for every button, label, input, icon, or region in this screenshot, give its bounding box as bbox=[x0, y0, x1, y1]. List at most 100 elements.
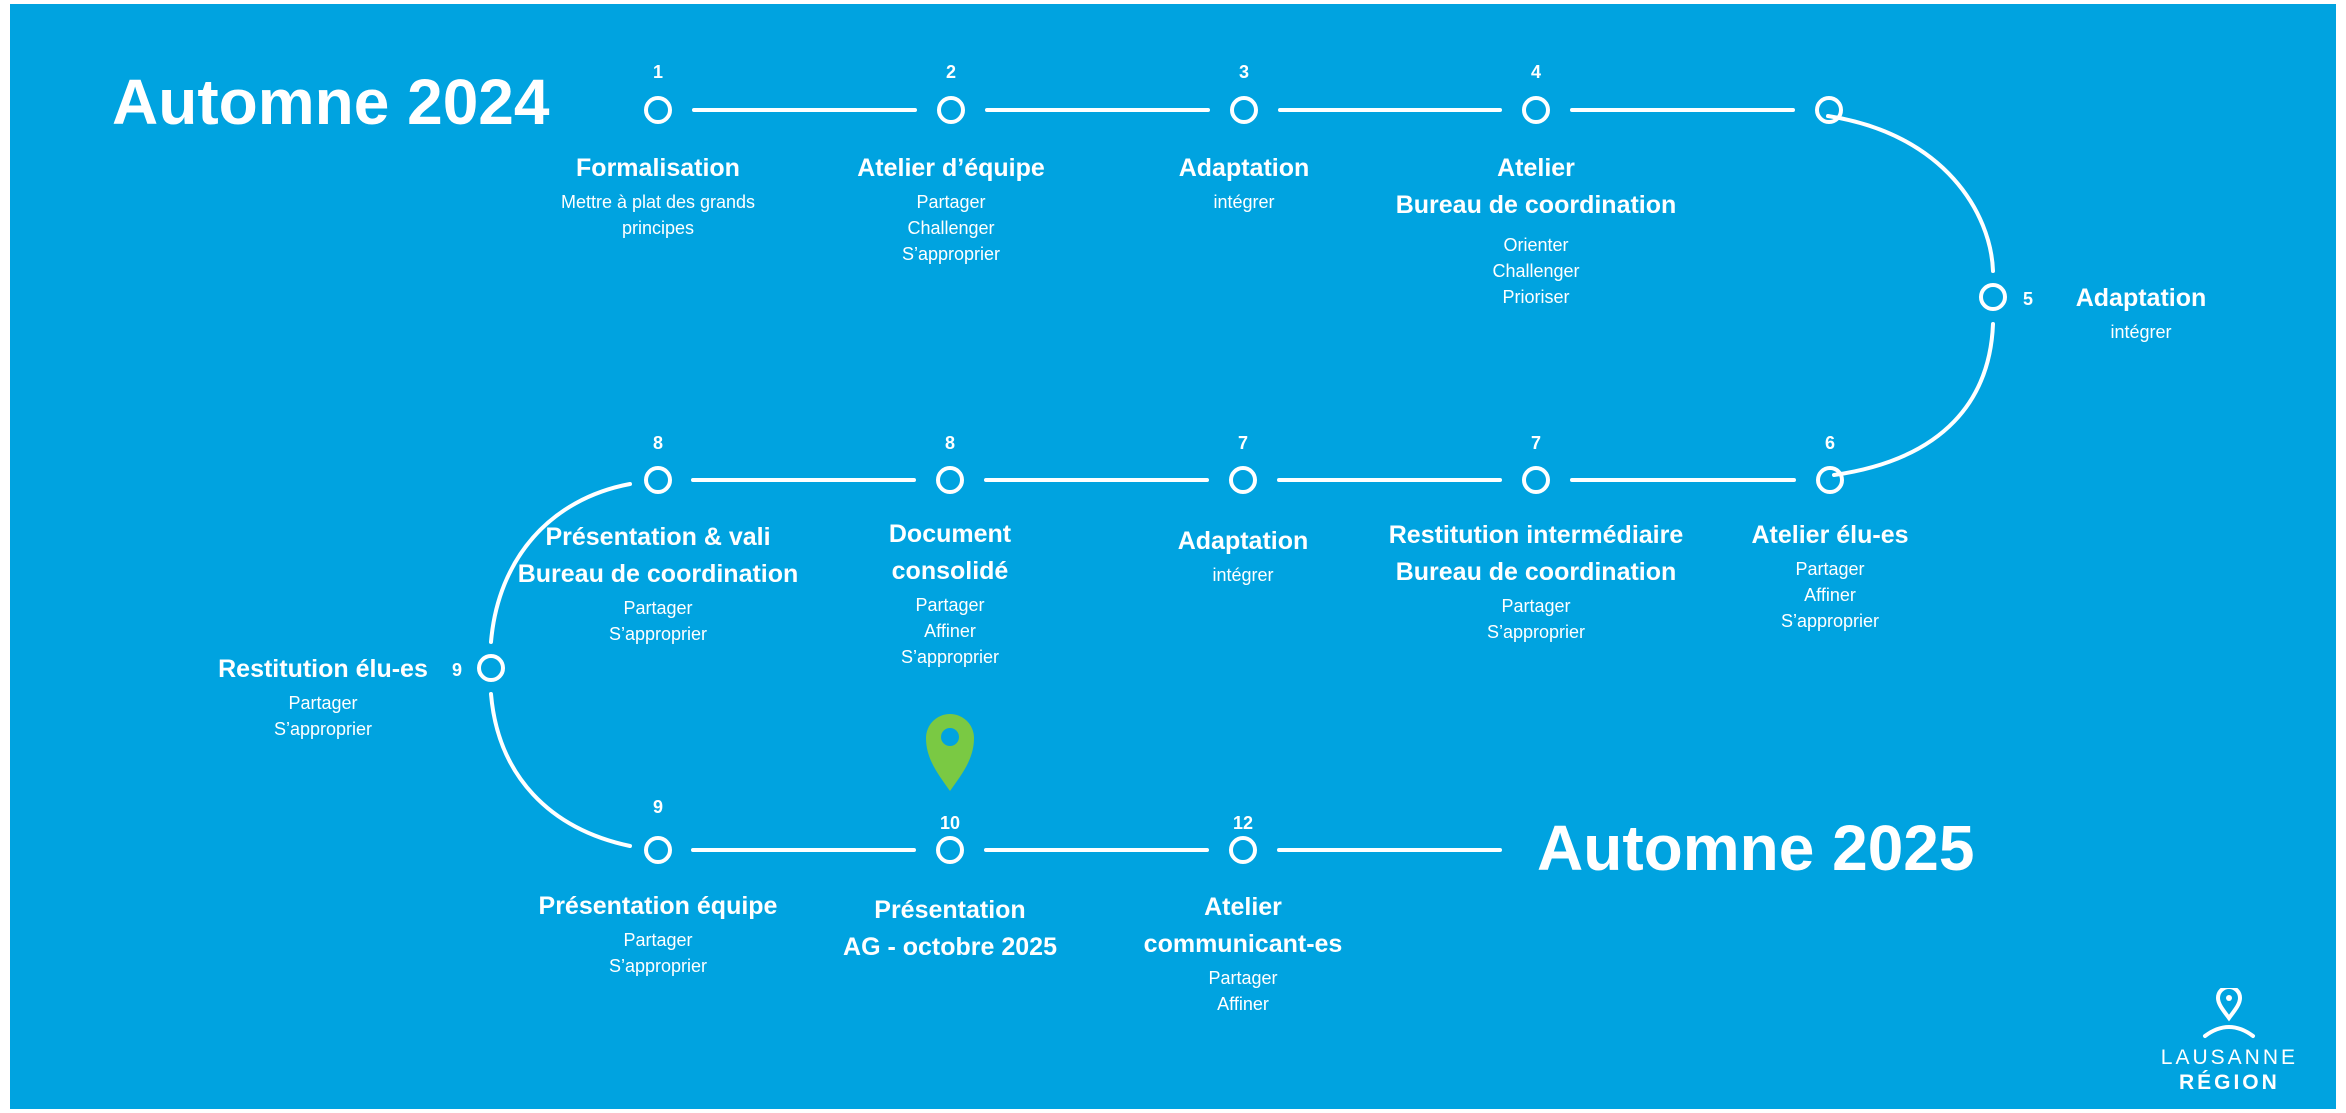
step-label-10: Présentation AG - octobre 2025 bbox=[843, 892, 1057, 966]
step-subtitle-line: S’approprier bbox=[608, 956, 708, 976]
step-node-9m bbox=[477, 654, 505, 682]
curve-5-6 bbox=[1832, 322, 1995, 477]
step-subtitle-line: S’approprier bbox=[273, 719, 373, 739]
step-subtitle-line: Affiner bbox=[924, 621, 976, 641]
curve-8a-9m bbox=[489, 482, 632, 644]
step-subtitle: Partager Affiner S’approprier bbox=[1751, 556, 1908, 634]
step-subtitle: Partager S’approprier bbox=[539, 927, 778, 979]
step-title-line: Bureau de coordination bbox=[1395, 191, 1677, 219]
step-number: 2 bbox=[945, 62, 957, 82]
step-subtitle-line: Partager bbox=[915, 595, 985, 615]
step-subtitle-line: Partager bbox=[623, 930, 693, 950]
step-node-1 bbox=[644, 96, 672, 124]
step-subtitle-line: Prioriser bbox=[1502, 287, 1570, 307]
season-title-start: Automne 2024 bbox=[112, 66, 550, 138]
step-title: Atelier d’équipe bbox=[857, 154, 1045, 182]
step-number: 8 bbox=[652, 433, 664, 453]
step-node-8b bbox=[936, 466, 964, 494]
step-subtitle-line: Affiner bbox=[1217, 994, 1269, 1014]
step-subtitle-line: S’approprier bbox=[608, 624, 708, 644]
step-title-line: Atelier bbox=[1497, 154, 1575, 182]
step-title: Présentation AG - octobre 2025 bbox=[843, 892, 1057, 966]
step-title-line: consolidé bbox=[891, 557, 1009, 585]
step-subtitle-line: intégrer bbox=[1212, 565, 1274, 585]
step-subtitle-line: Mettre à plat des grands bbox=[560, 192, 756, 212]
step-title: Adaptation bbox=[1178, 154, 1310, 182]
step-label-8a: Présentation & vali Bureau de coordinati… bbox=[518, 519, 799, 647]
step-title-line: Présentation bbox=[874, 896, 1026, 924]
step-number: 6 bbox=[1824, 433, 1836, 453]
step-subtitle: Partager Challenger S’approprier bbox=[857, 189, 1045, 267]
step-number: 9 bbox=[451, 660, 463, 680]
season-title-end: Automne 2025 bbox=[1537, 812, 1975, 884]
step-title-line: Restitution intermédiaire bbox=[1388, 521, 1684, 549]
step-subtitle: Partager Affiner bbox=[1144, 965, 1343, 1017]
step-title: Atelier Bureau de coordination bbox=[1396, 150, 1677, 224]
step-number: 7 bbox=[1530, 433, 1542, 453]
step-title-line: Bureau de coordination bbox=[1395, 558, 1677, 586]
step-node-9 bbox=[644, 836, 672, 864]
step-subtitle: Mettre à plat des grands principes bbox=[561, 189, 755, 241]
step-label-12: Atelier communicant-es Partager Affiner bbox=[1144, 889, 1343, 1017]
step-label-4: Atelier Bureau de coordination Orienter … bbox=[1396, 150, 1677, 310]
step-subtitle-line: S’approprier bbox=[1486, 622, 1586, 642]
step-title: Atelier élu-es bbox=[1751, 521, 1909, 549]
step-number: 1 bbox=[652, 62, 664, 82]
step-title: Présentation équipe bbox=[538, 892, 778, 920]
step-subtitle: intégrer bbox=[1179, 189, 1310, 215]
step-label-6: Atelier élu-es Partager Affiner S’approp… bbox=[1751, 517, 1908, 634]
step-subtitle: Orienter Challenger Prioriser bbox=[1396, 232, 1677, 310]
step-node-3 bbox=[1230, 96, 1258, 124]
step-title-line: Présentation & vali bbox=[545, 523, 771, 551]
step-title: Restitution intermédiaire Bureau de coor… bbox=[1389, 517, 1684, 591]
step-label-5: Adaptation intégrer bbox=[2076, 280, 2207, 345]
step-subtitle-line: intégrer bbox=[2110, 322, 2172, 342]
lausanne-region-logo: LAUSANNE RÉGION bbox=[2160, 985, 2298, 1095]
step-subtitle: intégrer bbox=[1178, 562, 1309, 588]
step-number: 3 bbox=[1238, 62, 1250, 82]
step-node-8a bbox=[644, 466, 672, 494]
step-subtitle-line: principes bbox=[621, 218, 695, 238]
step-label-2: Atelier d’équipe Partager Challenger S’a… bbox=[857, 150, 1045, 267]
step-number: 4 bbox=[1530, 62, 1542, 82]
step-subtitle: Partager Affiner S’approprier bbox=[889, 592, 1011, 670]
timeline-track bbox=[477, 96, 2007, 864]
logo-text-line1: LAUSANNE bbox=[2160, 1046, 2298, 1069]
step-node-4 bbox=[1522, 96, 1550, 124]
current-location-marker-icon bbox=[926, 714, 974, 791]
step-node-7a bbox=[1229, 466, 1257, 494]
step-title: Présentation & vali Bureau de coordinati… bbox=[518, 519, 799, 593]
step-title: Restitution élu-es bbox=[218, 655, 428, 683]
step-subtitle: Partager S’approprier bbox=[1389, 593, 1684, 645]
step-label-9m: Restitution élu-es Partager S’approprier bbox=[218, 651, 428, 742]
step-subtitle-line: intégrer bbox=[1213, 192, 1275, 212]
step-number: 9 bbox=[652, 797, 664, 817]
step-subtitle-line: Partager bbox=[1208, 968, 1278, 988]
step-number: 12 bbox=[1232, 813, 1254, 833]
step-subtitle: Partager S’approprier bbox=[218, 690, 428, 742]
step-subtitle-line: Partager bbox=[1501, 596, 1571, 616]
step-node-12 bbox=[1229, 836, 1257, 864]
step-number: 8 bbox=[944, 433, 956, 453]
step-node-2 bbox=[937, 96, 965, 124]
step-subtitle-line: S’approprier bbox=[1780, 611, 1880, 631]
step-label-7a: Adaptation intégrer bbox=[1178, 523, 1309, 588]
logo-text-line2: RÉGION bbox=[2178, 1071, 2280, 1094]
step-number: 5 bbox=[2022, 289, 2034, 309]
curve-4b-5 bbox=[1826, 114, 1995, 273]
step-title: Adaptation bbox=[2075, 284, 2207, 312]
step-node-10 bbox=[936, 836, 964, 864]
step-title-line: Bureau de coordination bbox=[517, 560, 799, 588]
step-node-6 bbox=[1816, 466, 1844, 494]
location-pin-icon bbox=[2203, 985, 2256, 1038]
step-title-line: Document bbox=[888, 520, 1012, 548]
step-subtitle-line: Challenger bbox=[1492, 261, 1580, 281]
step-subtitle-line: S’approprier bbox=[900, 647, 1000, 667]
roadmap-diagram: Automne 2024 Automne 2025 1 Formalisatio… bbox=[10, 4, 2336, 1109]
step-subtitle-line: Partager bbox=[623, 598, 693, 618]
step-node-7b bbox=[1522, 466, 1550, 494]
step-title: Document consolidé bbox=[889, 516, 1011, 590]
step-title-line: AG - octobre 2025 bbox=[843, 933, 1057, 961]
timeline-lines bbox=[489, 108, 1995, 852]
step-subtitle-line: Partager bbox=[916, 192, 986, 212]
